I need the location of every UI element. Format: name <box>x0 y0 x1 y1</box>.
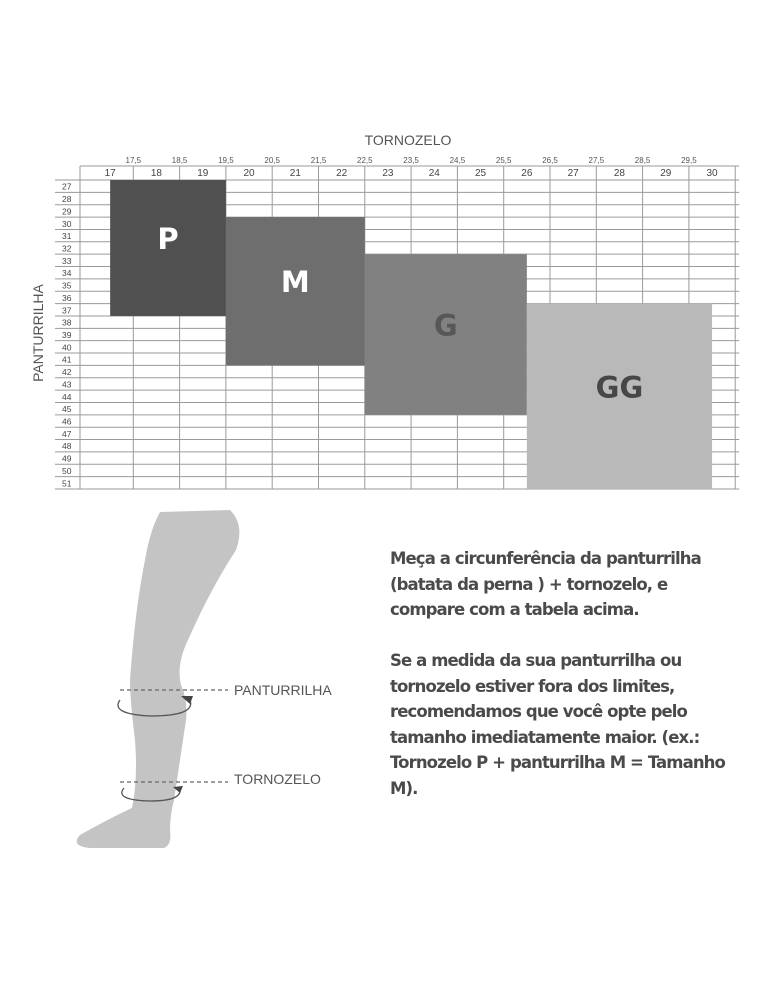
x-tick-label: 30 <box>706 168 718 179</box>
instruction-measure: Meça a circunferência da panturrilha (ba… <box>390 549 702 619</box>
y-tick-label: 31 <box>62 231 72 241</box>
x-tick-label: 21 <box>290 168 302 179</box>
y-tick-label: 43 <box>62 379 72 389</box>
x-axis-title: TORNOZELO <box>365 132 452 148</box>
y-tick-label: 35 <box>62 281 72 291</box>
y-axis-title: PANTURRILHA <box>30 283 46 381</box>
x-tick-label: 26 <box>521 168 533 179</box>
y-tick-label: 40 <box>62 342 72 352</box>
y-tick-labels: 27 28 29 30 31 32 33 34 35 36 37 38 39 40 41 42 43 44 45 46… <box>62 182 72 489</box>
ankle-rotation-arrow-icon <box>121 787 181 802</box>
x-half-tick-label: 27,5 <box>589 156 605 165</box>
y-tick-label: 27 <box>62 182 72 192</box>
x-half-tick-label: 24,5 <box>450 156 466 165</box>
instruction-size-rule: Se a medida da sua panturrilha ou tornoz… <box>390 651 726 798</box>
x-tick-label: 24 <box>429 168 441 179</box>
y-tick-label: 48 <box>62 441 72 451</box>
size-box-p <box>110 180 226 316</box>
leg-silhouette <box>76 510 240 848</box>
x-half-tick-label: 17,5 <box>126 156 142 165</box>
x-half-tick-label: 26,5 <box>542 156 558 165</box>
ankle-label: TORNOZELO <box>234 771 321 787</box>
calf-rotation-arrow-icon <box>117 699 192 717</box>
y-tick-label: 37 <box>62 305 72 315</box>
x-half-tick-label: 20,5 <box>264 156 280 165</box>
y-tick-label: 36 <box>62 293 72 303</box>
ankle-arrowhead-icon <box>173 786 183 793</box>
y-tick-label: 46 <box>62 417 72 427</box>
size-label: M <box>281 265 310 299</box>
y-tick-label: 45 <box>62 404 72 414</box>
y-tick-label: 50 <box>62 466 72 476</box>
x-half-tick-label: 21,5 <box>311 156 327 165</box>
x-half-tick-label: 19,5 <box>218 156 234 165</box>
y-tick-label: 51 <box>62 478 72 488</box>
calf-arrowhead-icon <box>181 696 193 704</box>
x-tick-label: 20 <box>243 168 255 179</box>
y-tick-label: 34 <box>62 268 72 278</box>
y-tick-label: 28 <box>62 194 72 204</box>
size-label: G <box>434 309 458 343</box>
y-tick-label: 32 <box>62 243 72 253</box>
y-tick-label: 44 <box>62 392 72 402</box>
y-tick-label: 30 <box>62 219 72 229</box>
x-half-tick-label: 29,5 <box>681 156 697 165</box>
x-half-tick-label: 18,5 <box>172 156 188 165</box>
x-tick-label: 18 <box>151 168 163 179</box>
size-label: P <box>157 222 178 256</box>
x-tick-label: 29 <box>660 168 672 179</box>
x-tick-label: 27 <box>568 168 580 179</box>
y-tick-label: 29 <box>62 206 72 216</box>
x-tick-label: 22 <box>336 168 348 179</box>
size-box-m <box>225 217 365 366</box>
x-tick-label: 17 <box>105 168 117 179</box>
x-half-tick-label: 23,5 <box>403 156 419 165</box>
size-box-g <box>364 254 527 415</box>
calf-label: PANTURRILHA <box>234 682 332 698</box>
y-tick-label: 41 <box>62 355 72 365</box>
x-half-tick-label: 25,5 <box>496 156 512 165</box>
size-box-gg <box>526 303 713 489</box>
x-tick-label: 28 <box>614 168 626 179</box>
leg-figure: PANTURRILHA TORNOZELO <box>76 510 332 848</box>
x-tick-label: 25 <box>475 168 487 179</box>
y-tick-label: 42 <box>62 367 72 377</box>
y-tick-label: 49 <box>62 454 72 464</box>
x-tick-label: 23 <box>382 168 394 179</box>
x-half-tick-label: 28,5 <box>635 156 651 165</box>
y-tick-label: 38 <box>62 318 72 328</box>
y-tick-label: 39 <box>62 330 72 340</box>
size-label: GG <box>596 370 644 404</box>
x-half-tick-label: 22,5 <box>357 156 373 165</box>
x-tick-label: 19 <box>197 168 209 179</box>
y-tick-label: 33 <box>62 256 72 266</box>
x-tick-labels: 17 18 19 20 21 22 23 24 25 26 27 28 29 30 17,5 18,5 19,5… <box>105 156 718 179</box>
y-tick-label: 47 <box>62 429 72 439</box>
